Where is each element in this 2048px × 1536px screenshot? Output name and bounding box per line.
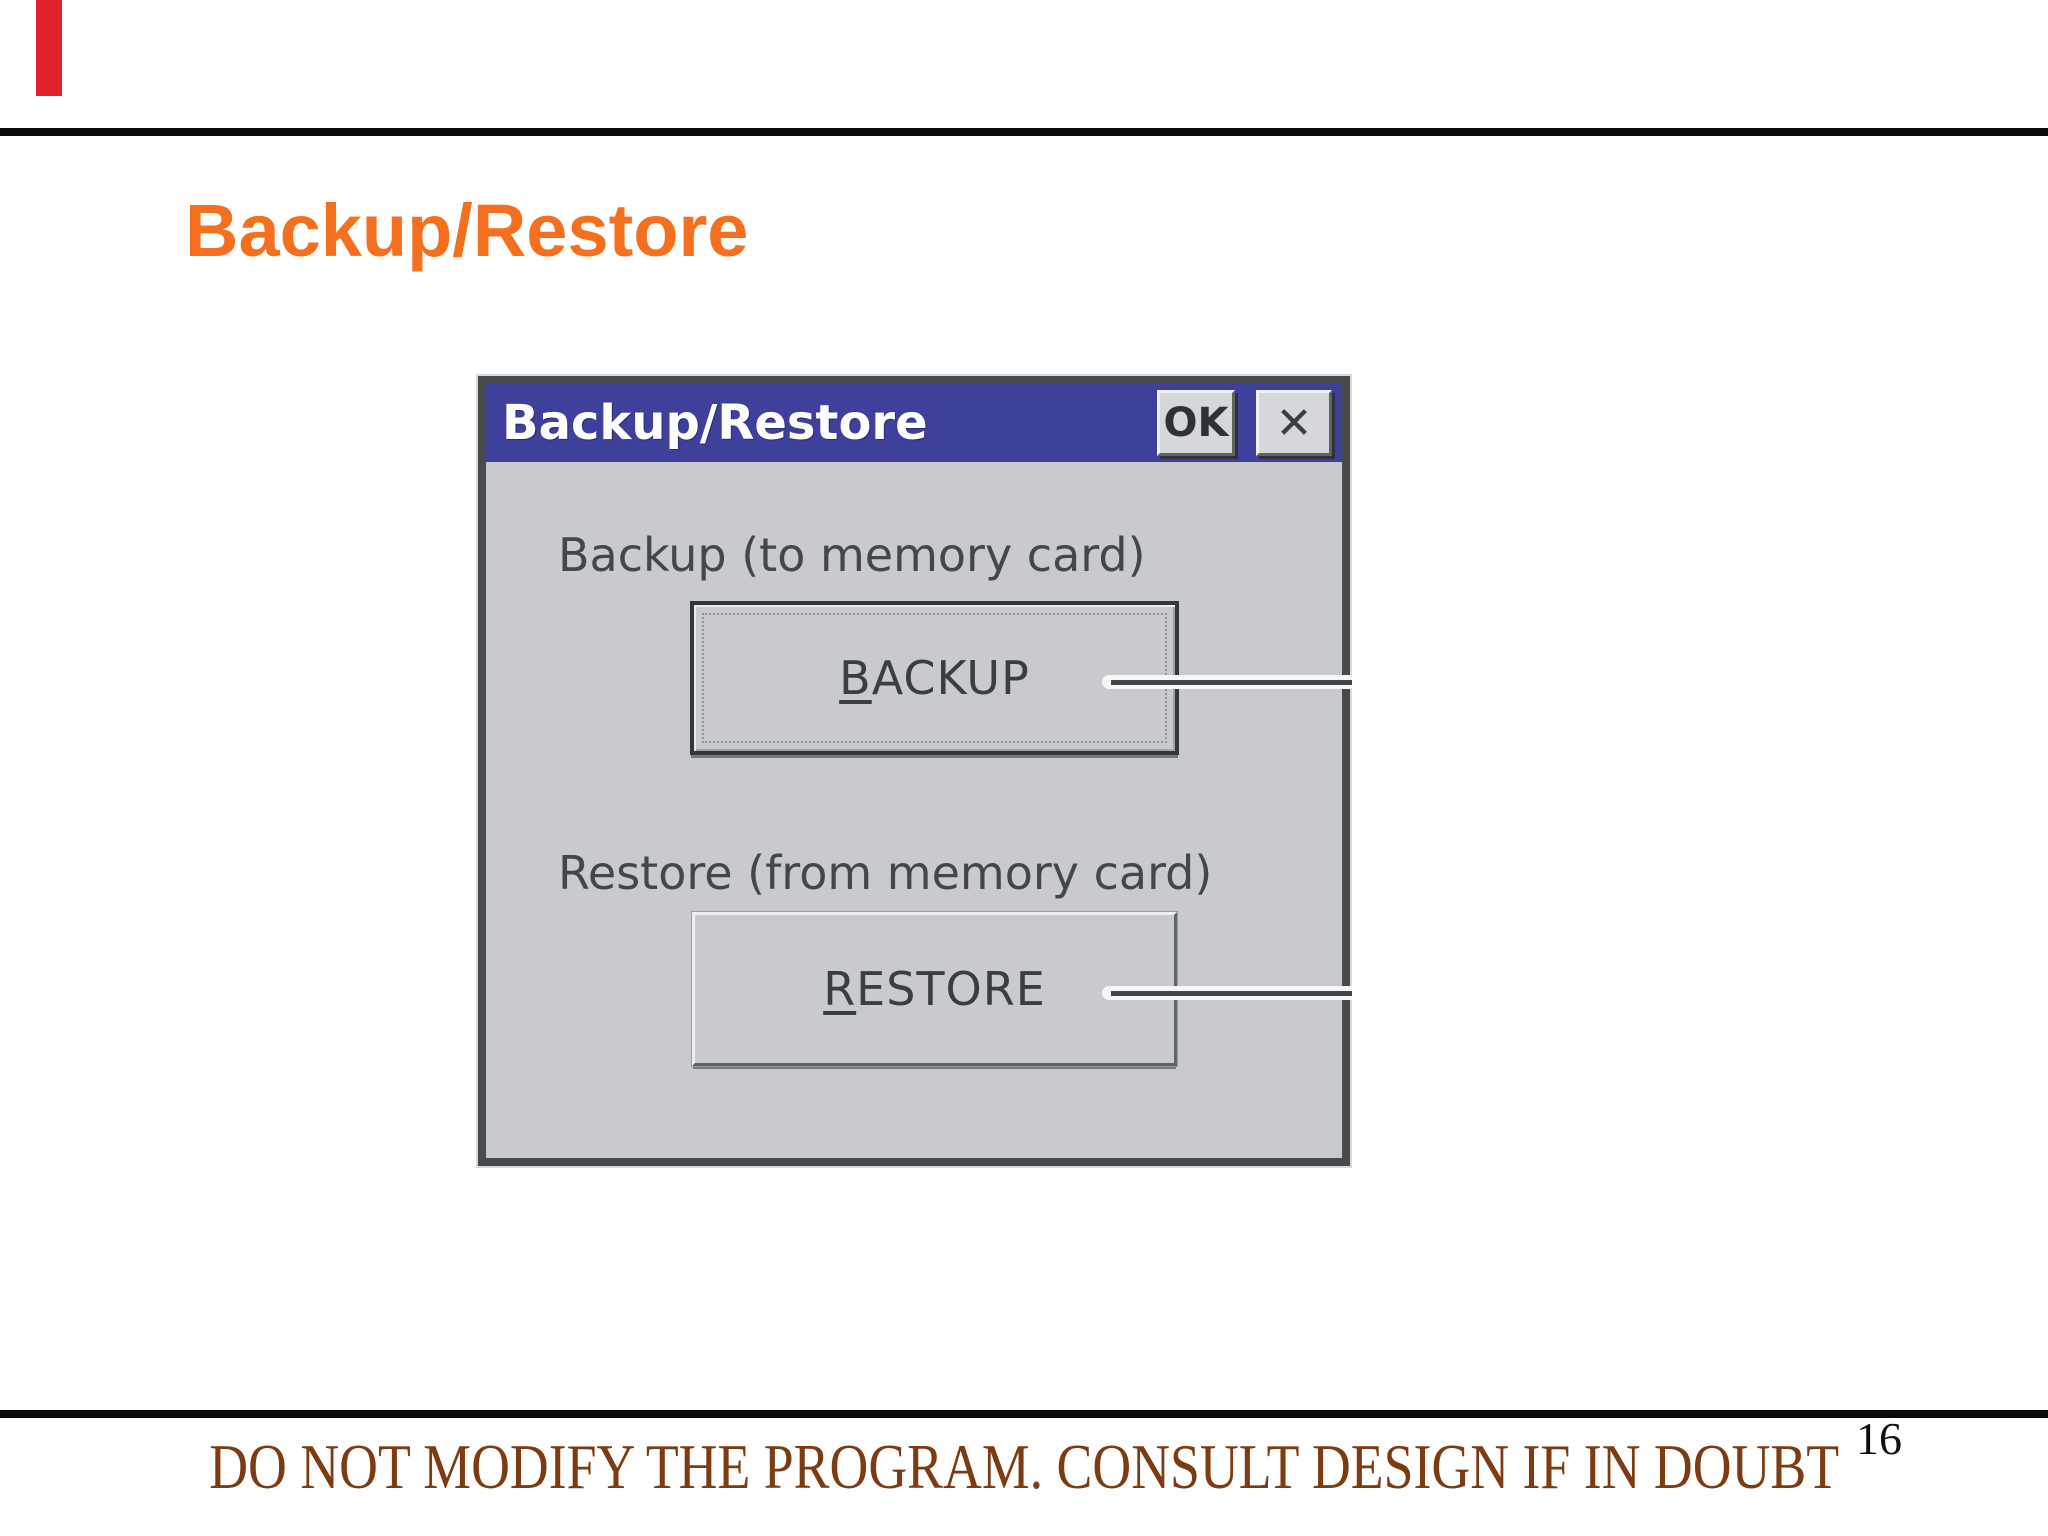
page-number: 16 (1856, 1413, 1902, 1464)
footer-warning: DO NOT MODIFY THE PROGRAM. CONSULT DESIG… (209, 1431, 1839, 1502)
backup-label: Backup (to memory card) (558, 528, 1146, 582)
bottom-rule (0, 1410, 2048, 1418)
dialog-titlebar: Backup/Restore OK ✕ (486, 384, 1342, 462)
footer: DO NOT MODIFY THE PROGRAM. CONSULT DESIG… (0, 1430, 2048, 1504)
close-icon: ✕ (1275, 397, 1313, 449)
close-button[interactable]: ✕ (1256, 390, 1332, 456)
restore-button-label: RESTORE (823, 962, 1046, 1016)
backup-restore-dialog: Backup/Restore OK ✕ Backup (to memory ca… (478, 376, 1350, 1166)
restore-accesskey: R (823, 962, 857, 1016)
backup-label-rest: ACKUP (871, 651, 1030, 705)
red-accent-bar (36, 0, 62, 96)
backup-callout-line (1102, 675, 1352, 689)
restore-button[interactable]: RESTORE (692, 912, 1177, 1066)
top-rule (0, 128, 2048, 136)
page-title: Backup/Restore (185, 189, 749, 272)
backup-accesskey: B (839, 651, 872, 705)
ok-button[interactable]: OK (1157, 390, 1235, 456)
restore-label: Restore (from memory card) (558, 846, 1213, 900)
dialog-title: Backup/Restore (502, 395, 928, 451)
restore-label-rest: ESTORE (856, 962, 1046, 1016)
restore-callout-line (1102, 986, 1352, 1000)
dialog-body: Backup (to memory card) BACKUP Restore (… (486, 462, 1342, 1144)
backup-button-label: BACKUP (839, 651, 1030, 705)
